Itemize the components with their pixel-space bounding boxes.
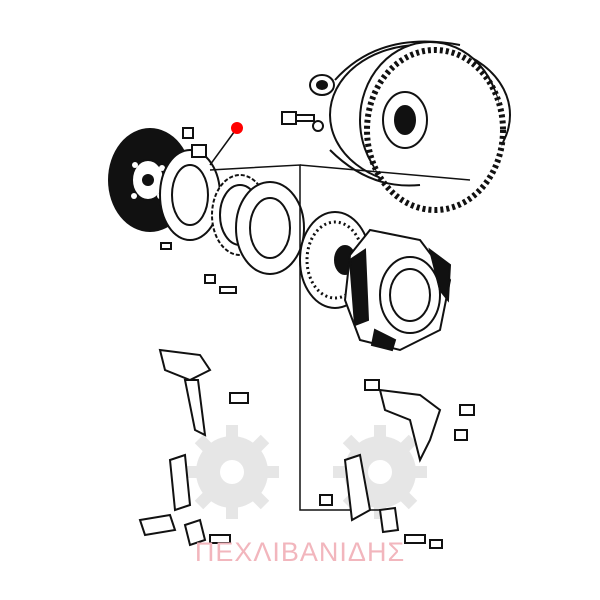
leader-lines: [209, 127, 471, 511]
lever-assembly-lower-right: [319, 453, 443, 549]
lever-assembly-left: [158, 348, 249, 437]
pilot-bearing: [309, 74, 335, 96]
watermark-gear-left: [185, 425, 279, 519]
lever-assembly-right: [364, 379, 475, 463]
small-bolt: [160, 127, 194, 250]
red-marker-dot: [231, 122, 243, 134]
watermark-text: ΠΕΧΛΙΒΑΝΙΔΗΣ: [194, 537, 406, 567]
lever-assembly-lower-left: [138, 453, 231, 547]
small-stud: [204, 274, 237, 294]
retaining-ring: [159, 144, 221, 241]
pressure-plate-ring: [235, 181, 305, 275]
flywheel: [329, 40, 511, 213]
flywheel-bolt: [281, 111, 324, 132]
pressure-plate-assembly: [343, 228, 452, 352]
